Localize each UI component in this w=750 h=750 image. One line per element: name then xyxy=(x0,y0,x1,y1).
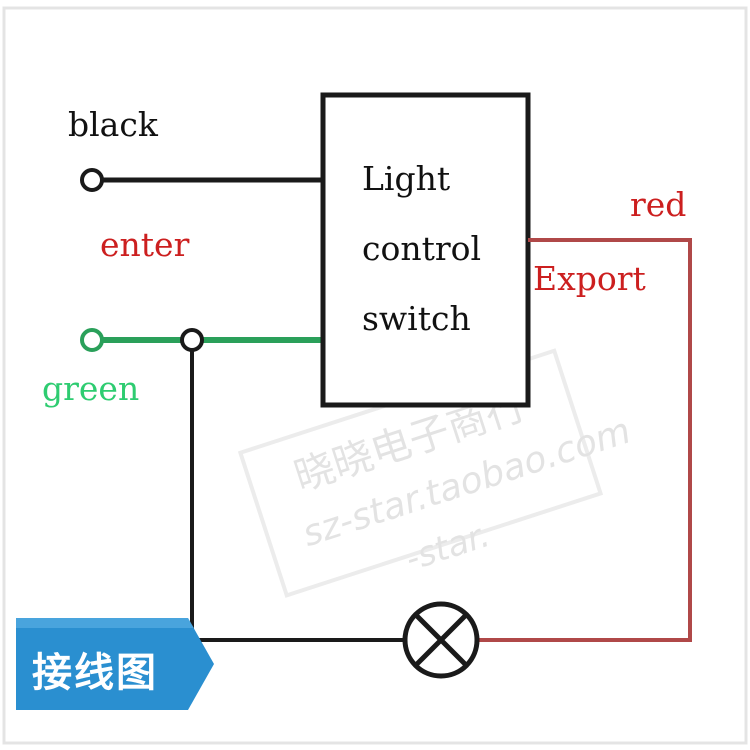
wiring-diagram-banner xyxy=(16,618,214,710)
watermark-line3: -star. xyxy=(401,515,495,580)
frame-border xyxy=(2,6,748,745)
switch-box-line1: Light xyxy=(362,159,451,198)
switch-box-line2: control xyxy=(362,229,482,268)
banner-title: 接线图 xyxy=(32,650,158,696)
junction-terminal-icon xyxy=(180,328,204,352)
green-terminal-icon xyxy=(80,328,104,352)
red-wire xyxy=(478,238,692,642)
label-green: green xyxy=(42,369,140,408)
light-control-switch-box xyxy=(320,92,531,408)
label-black: black xyxy=(68,105,158,144)
switch-box-line3: switch xyxy=(362,299,471,338)
label-red: red xyxy=(630,185,687,224)
switch-box-label: Light control switch xyxy=(362,160,481,370)
lamp-cross-icon xyxy=(402,601,480,679)
label-export: Export xyxy=(533,259,646,298)
label-enter: enter xyxy=(100,225,190,264)
black-terminal-icon xyxy=(80,168,104,192)
